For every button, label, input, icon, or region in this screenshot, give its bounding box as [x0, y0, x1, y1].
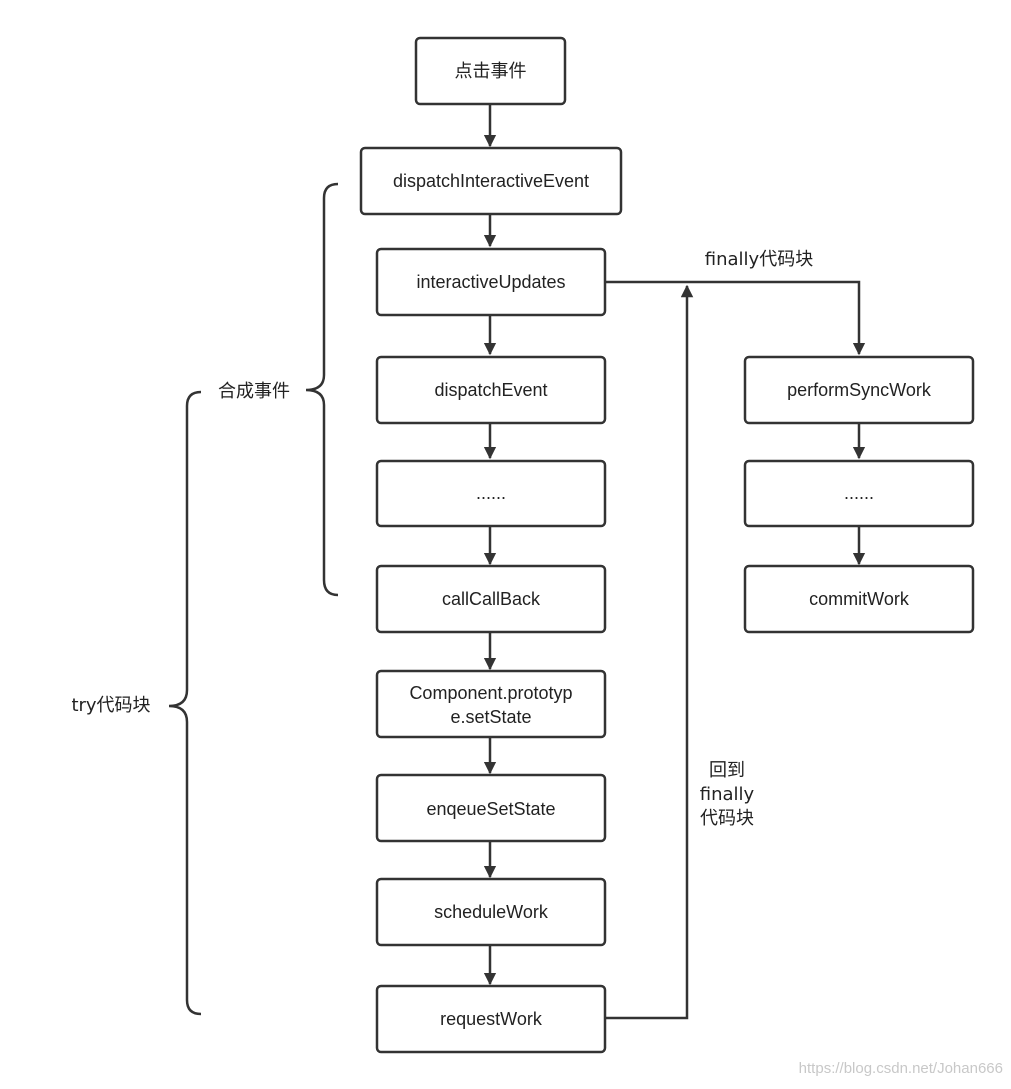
node-dispatch-event: dispatchEvent	[375, 355, 607, 425]
node-component-set-state: Component.prototyp e.setState	[375, 669, 607, 739]
node-enqueue-set-state-label: enqeueSetState	[426, 799, 555, 819]
edges	[483, 104, 866, 1020]
annotation-synthetic-event: 合成事件	[218, 381, 290, 402]
node-dispatch-event-label: dispatchEvent	[434, 380, 547, 400]
node-ellipsis-right-label: ......	[844, 483, 874, 503]
brace-synthetic-event	[305, 182, 339, 597]
node-commit-work: commitWork	[743, 564, 975, 634]
node-click-event-label: 点击事件	[455, 61, 527, 81]
annotation-finally-block: finally代码块	[705, 249, 813, 270]
node-call-callback-label: callCallBack	[442, 589, 541, 609]
node-component-set-state-label-line2: e.setState	[450, 707, 531, 727]
node-interactive-updates: interactiveUpdates	[375, 247, 607, 317]
node-commit-work-label: commitWork	[809, 589, 910, 609]
watermark-url: https://blog.csdn.net/Johan666	[799, 1060, 1003, 1077]
node-click-event: 点击事件	[414, 36, 567, 106]
brace-try-block	[168, 390, 202, 1016]
node-dispatch-interactive-event-label: dispatchInteractiveEvent	[393, 171, 589, 191]
node-perform-sync-work-label: performSyncWork	[787, 380, 932, 400]
node-ellipsis-right: ......	[743, 459, 975, 528]
annotation-back-to-finally-line1: 回到	[709, 760, 745, 781]
node-ellipsis-left-label: ......	[476, 483, 506, 503]
edge-interactive-updates-to-perform-sync-work	[606, 280, 866, 356]
node-dispatch-interactive-event: dispatchInteractiveEvent	[359, 146, 623, 216]
node-interactive-updates-label: interactiveUpdates	[416, 272, 565, 292]
node-request-work: requestWork	[375, 984, 607, 1054]
node-ellipsis-left: ......	[375, 459, 607, 528]
node-request-work-label: requestWork	[440, 1009, 543, 1029]
annotation-back-to-finally-line2: finally	[700, 784, 755, 805]
node-component-set-state-label-line1: Component.prototyp	[409, 683, 572, 703]
annotation-try-block: try代码块	[71, 695, 150, 716]
edge-request-work-back-to-finally	[606, 284, 694, 1020]
node-enqueue-set-state: enqeueSetState	[375, 773, 607, 843]
node-schedule-work-label: scheduleWork	[434, 902, 549, 922]
node-call-callback: callCallBack	[375, 564, 607, 634]
node-perform-sync-work: performSyncWork	[743, 355, 975, 425]
annotation-back-to-finally-line3: 代码块	[700, 808, 754, 829]
node-schedule-work: scheduleWork	[375, 877, 607, 947]
